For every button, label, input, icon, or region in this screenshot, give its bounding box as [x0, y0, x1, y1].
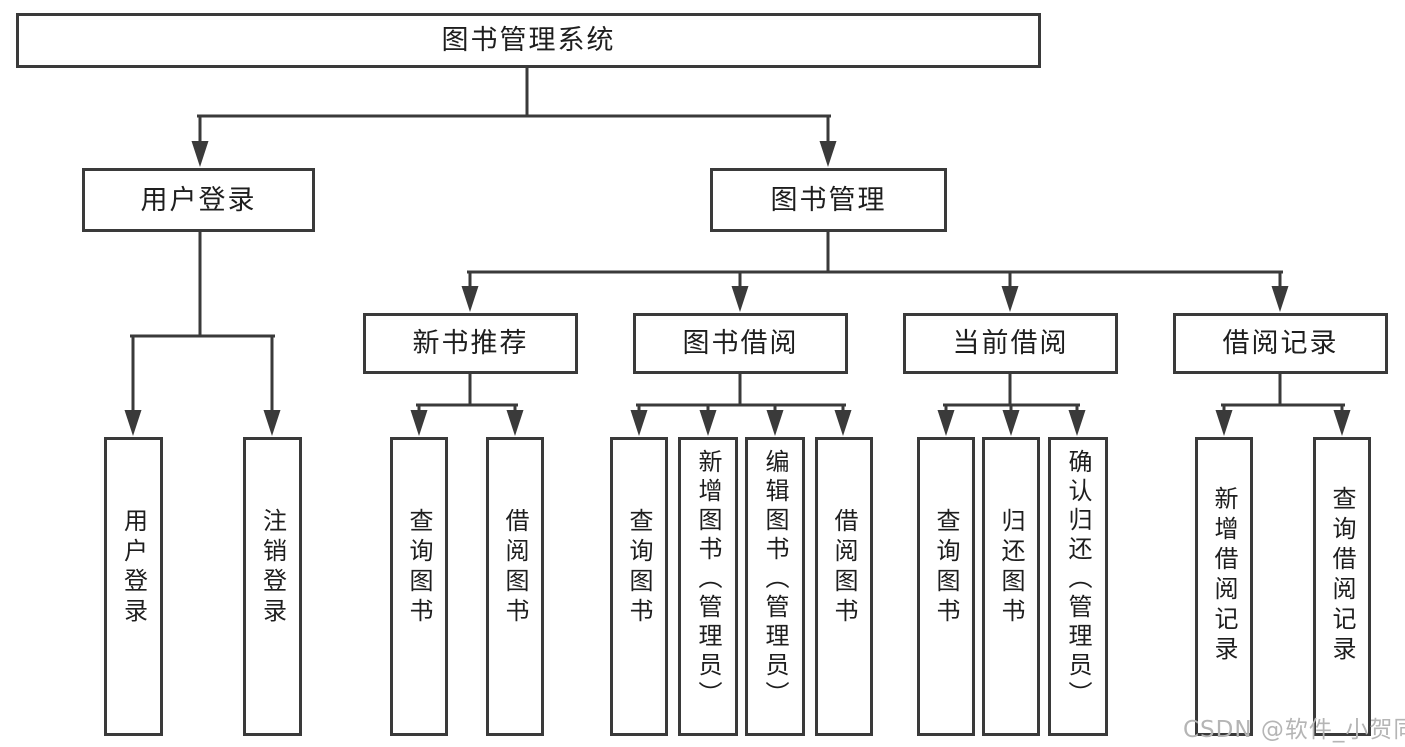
node-logout: 注销登录	[243, 437, 302, 736]
node-label: 借阅记录	[1222, 328, 1339, 359]
node-label: 确认归还（管理员）	[1064, 449, 1092, 710]
node-label: 注销登录	[258, 507, 287, 628]
node-label: 编辑图书（管理员）	[761, 449, 789, 710]
node-label: 新增图书（管理员）	[694, 449, 722, 710]
node-book-management: 图书管理	[710, 168, 947, 232]
node-label: 借阅图书	[830, 507, 858, 628]
node-recommend-borrow-book: 借阅图书	[486, 437, 544, 736]
node-root-system: 图书管理系统	[16, 13, 1041, 68]
node-return-book: 归还图书	[982, 437, 1040, 736]
node-borrow-record: 借阅记录	[1173, 313, 1388, 374]
node-current-query-book: 查询图书	[917, 437, 975, 736]
node-label: 查询借阅记录	[1328, 485, 1356, 666]
node-label: 图书借阅	[682, 328, 799, 359]
node-label: 查询图书	[405, 507, 433, 628]
csdn-watermark: CSDN @软件_小贺同学	[1183, 717, 1405, 743]
node-label: 借阅图书	[501, 507, 529, 628]
node-label: 当前借阅	[952, 328, 1069, 359]
node-label: 图书管理系统	[441, 25, 616, 56]
node-label: 查询图书	[932, 507, 960, 628]
node-add-book-admin: 新增图书（管理员）	[678, 437, 738, 736]
node-new-book-recommend: 新书推荐	[363, 313, 578, 374]
node-label: 用户登录	[140, 184, 257, 216]
node-current-borrow: 当前借阅	[903, 313, 1118, 374]
node-label: 用户登录	[119, 507, 148, 628]
node-confirm-return-admin: 确认归还（管理员）	[1048, 437, 1108, 736]
node-book-borrow: 图书借阅	[633, 313, 848, 374]
node-query-borrow-record: 查询借阅记录	[1313, 437, 1371, 736]
node-borrow-book: 借阅图书	[815, 437, 873, 736]
node-recommend-query-book: 查询图书	[390, 437, 448, 736]
node-label: 查询图书	[625, 507, 653, 628]
node-user-login-leaf: 用户登录	[104, 437, 163, 736]
node-label: 图书管理	[770, 184, 887, 216]
node-label: 归还图书	[997, 507, 1025, 628]
node-label: 新书推荐	[412, 328, 529, 359]
node-user-login: 用户登录	[82, 168, 315, 232]
node-edit-book-admin: 编辑图书（管理员）	[745, 437, 805, 736]
node-label: 新增借阅记录	[1210, 485, 1238, 666]
node-borrow-query-book: 查询图书	[610, 437, 668, 736]
node-add-borrow-record: 新增借阅记录	[1195, 437, 1253, 736]
